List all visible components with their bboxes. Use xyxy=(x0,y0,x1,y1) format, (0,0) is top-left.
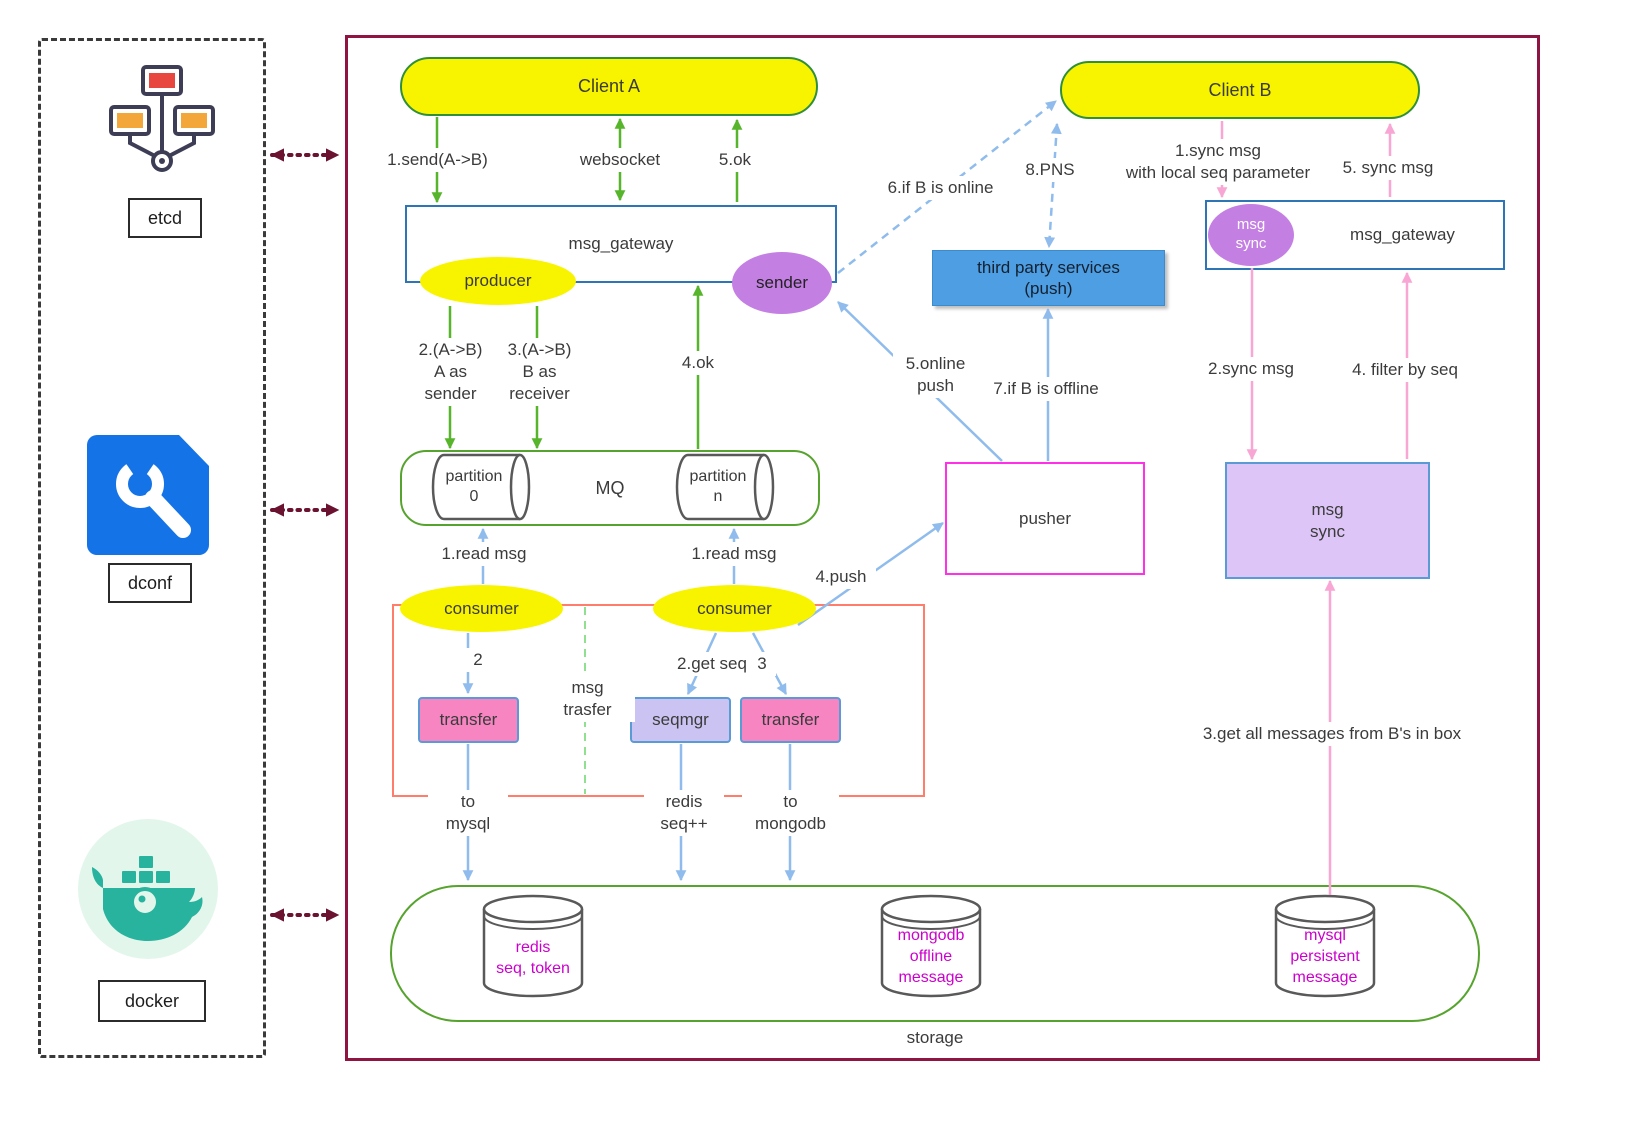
redis-label: redis seq, token xyxy=(496,939,570,977)
msg-trasfer-label: msg trasfer xyxy=(540,676,635,723)
label-b-as-receiver: 3.(A->B) B as receiver xyxy=(492,338,587,407)
label-ok-5: 5.ok xyxy=(702,148,768,173)
mongodb-cylinder xyxy=(878,893,984,999)
label-redis-seq-inc: redis seq++ xyxy=(644,790,724,837)
producer-node: producer xyxy=(420,257,576,305)
partition-0-cylinder xyxy=(424,452,532,522)
label-websocket: websocket xyxy=(556,148,684,173)
label-online-push: 5.online push xyxy=(893,352,978,399)
dconf-label: dconf xyxy=(108,563,192,603)
partition-n-cylinder xyxy=(668,452,776,522)
sidebar-panel xyxy=(38,38,266,1058)
label-to-mongodb: to mongodb xyxy=(742,790,839,837)
label-to-mysql: to mysql xyxy=(428,790,508,837)
label-get-all-messages: 3.get all messages from B's in box xyxy=(1162,722,1502,747)
label-sync-msg-2: 2.sync msg xyxy=(1196,357,1306,382)
label-a-as-sender: 2.(A->B) A as sender xyxy=(403,338,498,407)
etcd-label: etcd xyxy=(128,198,202,238)
label-get-seq: 2.get seq xyxy=(662,652,762,677)
label-read-msg-right: 1.read msg xyxy=(673,542,795,567)
etcd-icon xyxy=(105,64,220,186)
partition-n-label: partition n xyxy=(689,468,747,505)
label-pns: 8.PNS xyxy=(1012,158,1088,183)
dconf-icon xyxy=(84,432,216,558)
label-step-2: 2 xyxy=(460,648,496,673)
label-sync-msg-local-seq: 1.sync msg with local seq parameter xyxy=(1100,139,1336,186)
third-party-services-node: third party services (push) xyxy=(932,250,1165,306)
msg-sync-ellipse-node: msg sync xyxy=(1208,204,1294,266)
mysql-label: mysql persistent message xyxy=(1290,927,1360,986)
transfer-left-node: transfer xyxy=(418,697,519,743)
sender-node: sender xyxy=(732,252,832,314)
label-step-3: 3 xyxy=(748,652,776,677)
docker-label: docker xyxy=(98,980,206,1022)
pusher-node: pusher xyxy=(945,462,1145,575)
label-read-msg-left: 1.read msg xyxy=(423,542,545,567)
label-sync-msg-5: 5. sync msg xyxy=(1332,156,1444,181)
client-b-node: Client B xyxy=(1060,61,1420,119)
partition-0-label: partition 0 xyxy=(445,468,503,505)
label-send-ab: 1.send(A->B) xyxy=(355,148,520,173)
mongodb-label: mongodb offline message xyxy=(897,927,965,986)
storage-label: storage xyxy=(906,1028,964,1048)
label-ok-4: 4.ok xyxy=(668,351,728,376)
label-if-b-online: 6.if B is online xyxy=(858,176,1023,201)
transfer-right-node: transfer xyxy=(740,697,841,743)
redis-cylinder xyxy=(480,893,586,999)
label-if-b-offline: 7.if B is offline xyxy=(973,377,1119,402)
main-frame xyxy=(345,35,1540,1061)
msg-sync-box-node: msg sync xyxy=(1225,462,1430,579)
label-filter-by-seq: 4. filter by seq xyxy=(1331,358,1479,383)
docker-icon xyxy=(75,816,221,962)
client-a-node: Client A xyxy=(400,57,818,116)
mysql-cylinder xyxy=(1272,893,1378,999)
label-push-4: 4.push xyxy=(806,565,876,590)
consumer-left-node: consumer xyxy=(400,585,563,632)
seqmgr-node: seqmgr xyxy=(630,697,731,743)
mq-label: MQ xyxy=(595,477,625,498)
consumer-right-node: consumer xyxy=(653,585,816,632)
